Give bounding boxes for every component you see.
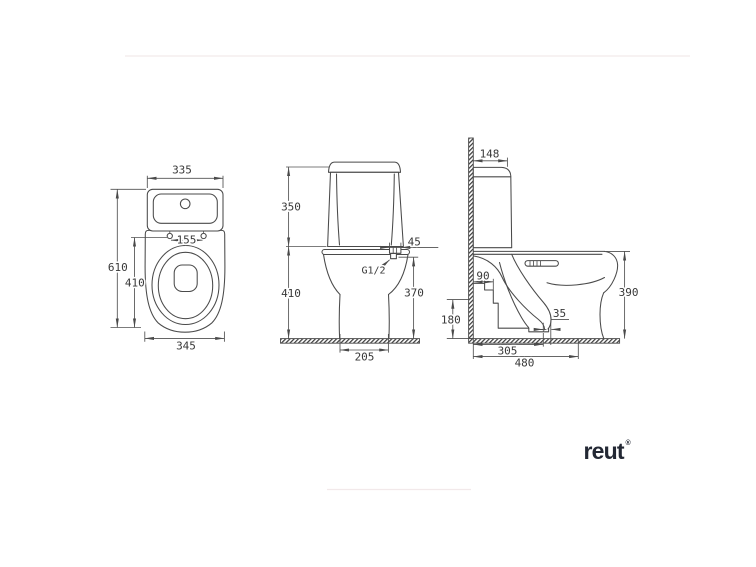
tank-panel-lines: [335, 173, 395, 246]
dim-text-inlet-offset: 45: [408, 236, 421, 249]
dim-elev-tank-height: 350: [279, 166, 330, 247]
elevation-outlines: [280, 161, 420, 344]
dim-text-bolt-spacing: 155: [177, 234, 197, 247]
dim-front-base-width: 345: [144, 331, 225, 354]
side-view: 148 90 180 390 35 305: [439, 137, 640, 371]
dim-text-outlet-offset: 90: [476, 270, 489, 283]
dim-side-outlet-axis-height: 180: [439, 299, 469, 340]
inlet-fitting: [388, 246, 402, 254]
bowl-opening-plan: [173, 264, 198, 293]
ext-line: [144, 331, 225, 342]
brand-logo-mark: ®: [626, 439, 632, 447]
seat-lines-side: [472, 250, 605, 255]
dim-text-tank-width: 335: [172, 164, 192, 177]
dim-elev-bowl-height: 410: [279, 246, 303, 339]
dim-text-tank-height: 350: [281, 201, 301, 214]
dim-tail-line: [550, 319, 569, 345]
dim-side-tank-depth: 148: [472, 146, 508, 167]
outlet-center-mark: [540, 322, 547, 332]
dim-text-outlet-axis-height: 180: [441, 313, 461, 326]
dim-text-tank-depth: 148: [480, 147, 500, 160]
dim-side-outlet-gap: 35: [533, 305, 569, 345]
tank-lid-elevation: [327, 161, 402, 173]
seat-bolt-hole-left: [166, 232, 173, 240]
dim-text-base-width: 345: [176, 339, 196, 352]
dim-text-bowl-height: 410: [281, 287, 301, 300]
dim-side-rim-height: 390: [606, 250, 640, 339]
inlet-thread-boss: [390, 252, 397, 260]
trap-front-curve: [511, 253, 552, 330]
dim-text-total-height: 610: [108, 261, 128, 274]
bowl-rim-plan: [151, 244, 220, 326]
bowl-rim-slab-elevation: [321, 248, 411, 256]
dim-front-tank-width: 335: [146, 162, 224, 188]
inlet-thread-label: G1/2: [361, 266, 385, 277]
elevation-view: 350 410 45 G1/2 370 205: [279, 161, 439, 365]
dim-elev-base-depth: 205: [339, 334, 389, 365]
wall-hatch: [468, 137, 474, 340]
ext-line: [110, 188, 146, 328]
dim-side-outlet-center-depth: 305: [472, 333, 544, 359]
trap-inner-curve: [498, 261, 530, 328]
floor-hatch-elevation: [280, 338, 420, 344]
dim-side-total-depth: 480: [472, 339, 579, 371]
dim-elev-inlet-offset: 45: [380, 234, 439, 250]
pedestal-side: [599, 292, 605, 340]
dim-text-total-depth: 480: [515, 357, 535, 370]
flush-button-plan: [179, 198, 191, 210]
dim-side-outlet-offset: 90: [472, 268, 494, 290]
seat-ring-plan: [157, 251, 214, 320]
bowl-sides-elevation: [322, 253, 409, 296]
dim-text-outlet-center-depth: 305: [498, 344, 518, 357]
tank-lid-inner-plan: [152, 193, 218, 224]
ext-line: [446, 299, 469, 340]
dim-elev-inlet-height: 370: [398, 256, 426, 339]
leader-arrow: [381, 259, 390, 268]
front-view: 335 155 610 410 345: [106, 162, 226, 354]
outlet-step-profile: [472, 282, 530, 329]
dim-front-holes-height: 410: [123, 237, 167, 328]
ext-line: [146, 175, 224, 188]
tank-side: [472, 166, 513, 249]
bowl-rim-profile-side: [603, 250, 619, 294]
dim-text-outlet-gap: 35: [553, 307, 566, 320]
seat-bolt-hole-right: [200, 232, 207, 240]
floor-hatch-side: [468, 338, 621, 344]
callout-inlet-thread: G1/2: [360, 259, 390, 278]
ext-line: [286, 166, 330, 247]
tank-lid-plan: [146, 188, 224, 232]
inlet-fitting-ticks: [392, 247, 398, 254]
front-view-outlines: [144, 188, 226, 333]
dim-text-rim-height: 390: [619, 286, 639, 299]
brand-logo: reut ®: [584, 438, 632, 464]
dim-front-bolt-spacing: 155: [170, 232, 203, 248]
brand-logo-text: reut: [584, 438, 625, 464]
dim-front-total-height: 610: [106, 188, 146, 328]
dim-text-holes-height: 410: [125, 277, 145, 290]
dim-text-inlet-height: 370: [404, 286, 424, 299]
seat-hinge-ticks: [529, 261, 541, 266]
bowl-underside-arc: [546, 276, 606, 286]
outlet-foot: [528, 327, 550, 333]
pedestal-elevation: [338, 293, 390, 340]
side-outlines: [468, 137, 621, 344]
bolt-hole-ticks: [169, 231, 205, 234]
dim-text-base-depth: 205: [355, 351, 375, 364]
